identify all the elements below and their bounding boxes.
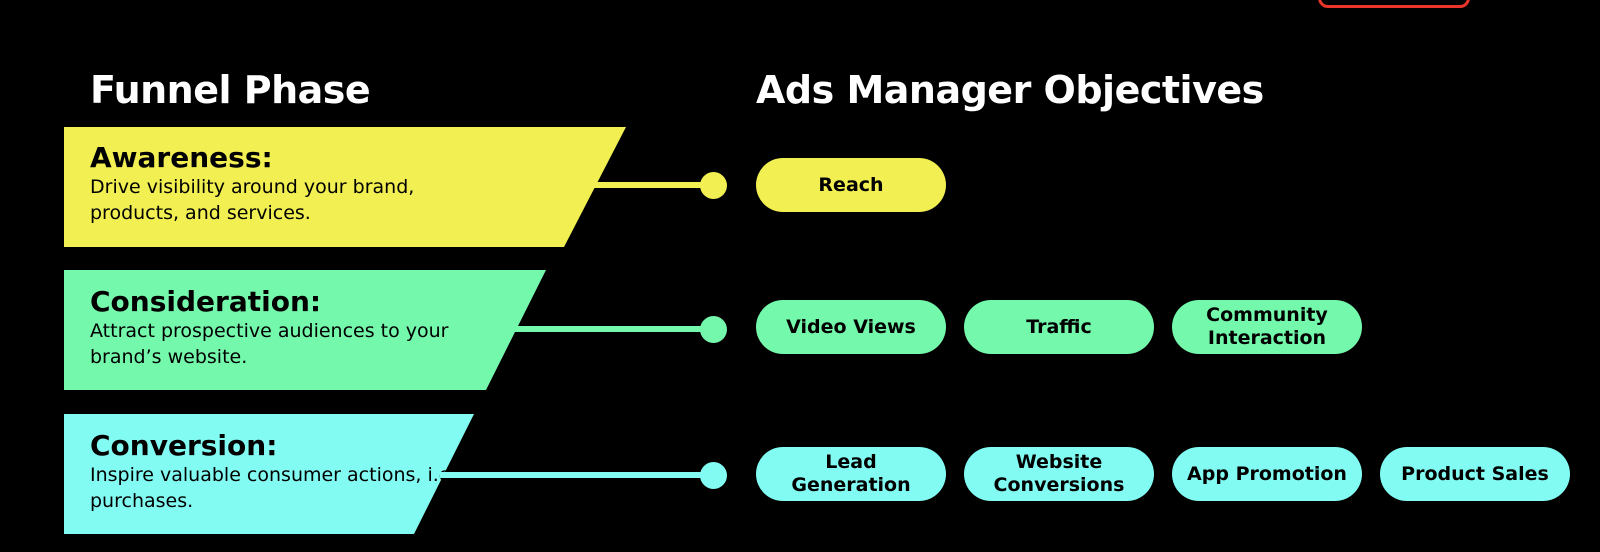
objective-lead-generation: Lead Generation xyxy=(756,447,946,501)
objective-traffic: Traffic xyxy=(964,300,1154,354)
awareness-phase-text: Awareness: Drive visibility around your … xyxy=(90,142,490,226)
conversion-description: Inspire valuable consumer actions, i.e. … xyxy=(90,464,457,512)
awareness-description: Drive visibility around your brand, prod… xyxy=(90,176,415,224)
funnel-phase-heading: Funnel Phase xyxy=(90,68,371,112)
awareness-title: Awareness: xyxy=(90,141,273,174)
objective-video-views: Video Views xyxy=(756,300,946,354)
brand-logo-fragment xyxy=(1318,0,1470,8)
conversion-connector-line xyxy=(440,472,712,478)
ads-manager-objectives-heading: Ads Manager Objectives xyxy=(756,68,1264,112)
objective-website-conversions: Website Conversions xyxy=(964,447,1154,501)
consideration-title: Consideration: xyxy=(90,285,322,318)
consideration-phase-text: Consideration: Attract prospective audie… xyxy=(90,286,490,370)
objective-app-promotion: App Promotion xyxy=(1172,447,1362,501)
consideration-description: Attract prospective audiences to your br… xyxy=(90,320,449,368)
awareness-connector-dot xyxy=(700,172,727,199)
consideration-phase-shape xyxy=(64,270,546,390)
awareness-phase-shape xyxy=(64,127,626,247)
objective-reach: Reach xyxy=(756,158,946,212)
objective-product-sales: Product Sales xyxy=(1380,447,1570,501)
consideration-connector-dot xyxy=(700,316,727,343)
conversion-title: Conversion: xyxy=(90,429,278,462)
objective-community-interaction: Community Interaction xyxy=(1172,300,1362,354)
conversion-connector-dot xyxy=(700,462,727,489)
awareness-connector-line xyxy=(590,182,712,188)
consideration-connector-line xyxy=(510,326,712,332)
conversion-phase-text: Conversion: Inspire valuable consumer ac… xyxy=(90,430,490,514)
conversion-phase-shape xyxy=(64,414,474,534)
